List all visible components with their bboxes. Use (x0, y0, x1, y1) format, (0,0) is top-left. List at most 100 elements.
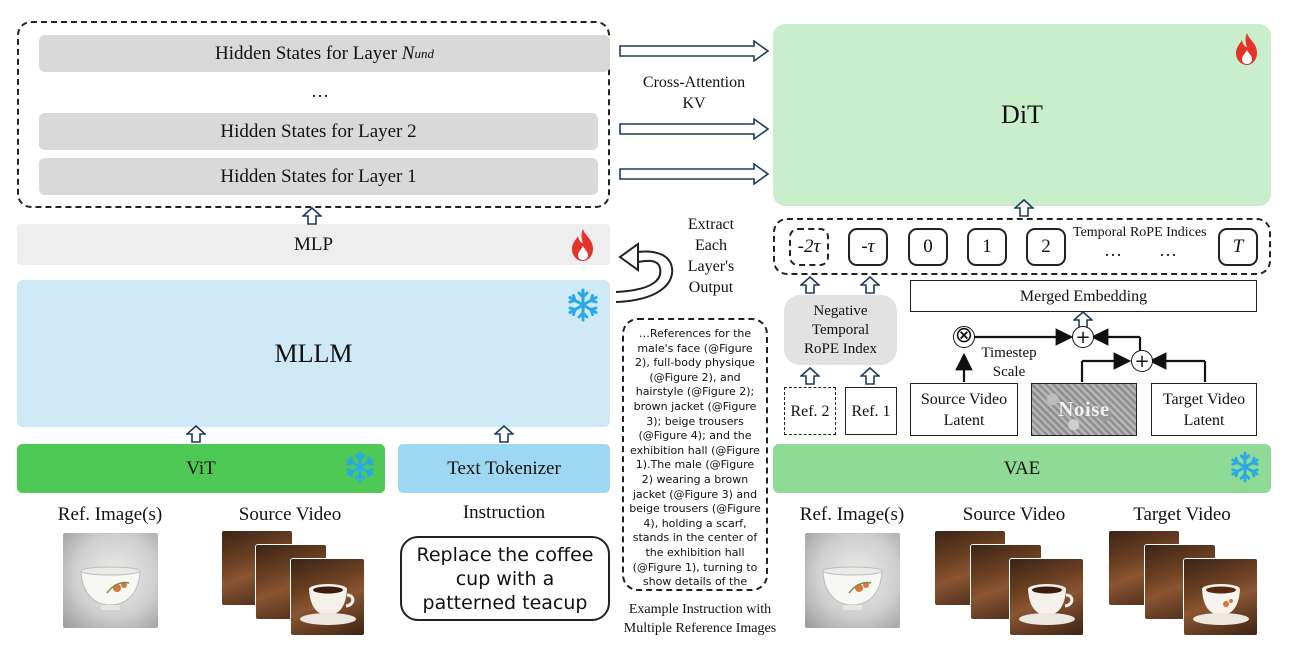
rope-one-label: 1 (982, 236, 992, 257)
text-tokenizer-block: Text Tokenizer (398, 444, 610, 493)
merged-embedding-block: Merged Embedding (910, 280, 1257, 312)
layer-n-subscript: und (414, 45, 434, 61)
ref-images-label-right: Ref. Image(s) (799, 504, 905, 525)
fire-icon (572, 229, 593, 261)
rope-index-1: 1 (967, 228, 1007, 266)
hidden-states-ellipsis: … (311, 80, 329, 101)
mllm-label: MLLM (274, 338, 353, 368)
up-arrow-icon (800, 276, 820, 294)
negative-rope-index-block: Negative Temporal RoPE Index (784, 295, 897, 365)
rope-zero-label: 0 (923, 236, 933, 257)
rope-index-neg2tau: -2τ (789, 228, 829, 266)
target-video-frame-3 (1184, 559, 1257, 635)
example-instruction-text: …References for the male's face (@Figure… (629, 327, 761, 589)
cross-attention-arrow (619, 118, 770, 140)
example-caption: Example Instruction with Multiple Refere… (608, 600, 792, 638)
vit-block: ViT (17, 444, 385, 493)
latent-connectors (955, 328, 1207, 382)
extract-line1: Extract (687, 216, 735, 233)
up-arrow-icon (860, 276, 880, 294)
example-caption-line2: Multiple Reference Images (623, 621, 777, 636)
cross-attention-arrow (619, 40, 770, 62)
dit-block: DiT (773, 24, 1271, 206)
up-arrow-icon (494, 425, 514, 443)
negative-rope-line1: Negative (813, 303, 868, 319)
ref-1-box: Ref. 1 (845, 387, 897, 435)
ref-2-label: Ref. 2 (790, 402, 830, 420)
rope-indices-label: Temporal RoPE Indices (1073, 225, 1207, 240)
timestep-scale-label: Timestep Scale (974, 344, 1044, 382)
fire-icon (1236, 33, 1257, 65)
rope-neg2tau-label: -2τ (797, 236, 821, 257)
layer-n-symbol: N (401, 42, 415, 64)
rope-dots-1: … (1104, 239, 1122, 260)
instruction-box: Replace the coffee cup with a patterned … (400, 536, 610, 621)
patterned-teacup-icon (1193, 584, 1249, 625)
up-arrow-icon (860, 367, 880, 385)
negative-rope-line2: Temporal (811, 322, 870, 338)
vae-label: VAE (1003, 457, 1041, 479)
cross-attention-arrow (619, 163, 770, 185)
up-arrow-icon (302, 207, 322, 225)
target-video-label-right: Target Video (1133, 504, 1231, 525)
source-video-label-left: Source Video (238, 504, 342, 525)
source-video-frame-3 (291, 559, 364, 635)
up-arrow-icon (186, 425, 206, 443)
source-latent-line1: Source Video (920, 390, 1008, 408)
noise-block: Noise (1031, 383, 1137, 436)
vae-block: VAE (773, 444, 1271, 493)
merged-embedding-label: Merged Embedding (1019, 287, 1148, 305)
source-video-latent-block: Source Video Latent (910, 383, 1018, 436)
noise-label: Noise (1058, 397, 1110, 421)
extract-line3: Layer's (687, 258, 735, 275)
teacup-icon (80, 566, 141, 610)
ref-2-box: Ref. 2 (784, 387, 836, 435)
ref-images-label-left: Ref. Image(s) (57, 504, 163, 525)
cross-attention-label: Cross-Attention KV (620, 72, 768, 114)
ref-image-teacup-right (805, 533, 900, 628)
target-latent-line1: Target Video (1162, 390, 1246, 408)
rope-index-0: 0 (908, 228, 948, 266)
mlp-block: MLP (17, 224, 610, 265)
add-operator-bottom: + (1131, 350, 1153, 372)
coffee-cup-icon (300, 584, 356, 625)
hidden-state-layer-1: Hidden States for Layer 1 (39, 158, 598, 195)
rope-indices-container (773, 218, 1271, 275)
instruction-text: Replace the coffee cup with a patterned … (416, 543, 594, 614)
mlp-label: MLP (293, 233, 334, 255)
dit-label: DiT (1001, 100, 1043, 129)
add-symbol-top: + (1075, 326, 1091, 348)
example-instruction-box: …References for the male's face (@Figure… (622, 318, 768, 591)
negative-rope-line3: RoPE Index (804, 341, 877, 357)
multiply-operator: ⊗ (953, 325, 975, 348)
extract-label: Extract Each Layer's Output (676, 214, 746, 298)
ref-image-teacup-left (63, 533, 158, 628)
hidden-state-layer-2: Hidden States for Layer 2 (39, 113, 598, 150)
rope-T-label: T (1232, 236, 1244, 257)
target-latent-line2: Latent (1183, 411, 1225, 429)
timestep-line2: Scale (992, 364, 1026, 380)
timestep-line1: Timestep (981, 345, 1037, 361)
source-video-frame-3 (1010, 559, 1083, 635)
target-video-latent-block: Target Video Latent (1151, 383, 1257, 436)
cross-attention-line1: Cross-Attention (642, 74, 746, 91)
rope-index-2: 2 (1026, 228, 1066, 266)
coffee-cup-icon (1019, 584, 1075, 625)
hidden-states-container (17, 21, 610, 208)
instruction-label: Instruction (462, 502, 546, 523)
rope-two-label: 2 (1041, 236, 1051, 257)
ref-1-label: Ref. 1 (851, 402, 891, 420)
up-arrow-icon (1014, 199, 1034, 217)
snowflake-icon (1231, 451, 1259, 483)
snowflake-icon (568, 288, 598, 322)
snowflake-icon (346, 451, 374, 483)
extract-line2: Each (695, 237, 727, 254)
source-latent-line2: Latent (943, 411, 985, 429)
rope-negtau-label: -τ (861, 236, 875, 257)
rope-dots-2: … (1159, 239, 1177, 260)
add-symbol-bottom: + (1134, 350, 1150, 372)
hidden-state-layer-n-label: Hidden States for Layer (215, 42, 398, 64)
text-tokenizer-label: Text Tokenizer (447, 457, 561, 479)
mllm-block: MLLM (17, 280, 610, 427)
